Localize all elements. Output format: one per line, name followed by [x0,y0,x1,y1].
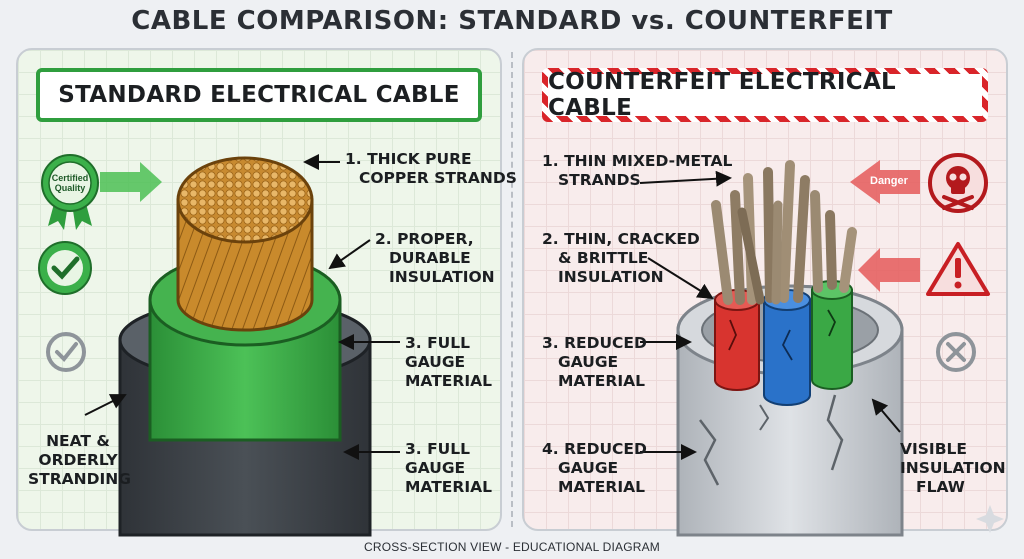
red-arrow-left-icon-2 [858,248,920,292]
standard-cable-cross-section [118,156,372,537]
page-title: CABLE COMPARISON: STANDARD vs. COUNTERFE… [131,6,893,36]
red-arrow-left-icon [850,160,920,204]
danger-label: Danger [870,175,908,187]
standard-heading: STANDARD ELECTRICAL CABLE [36,68,482,122]
counterfeit-cable-cross-section [676,160,904,537]
skull-crossbones-icon [928,153,988,213]
center-divider [511,52,513,527]
badge-line-1: Certified [51,173,89,183]
green-check-seal-icon [38,241,92,295]
rosette-badge-icon [41,154,99,230]
footer-caption: CROSS-SECTION VIEW - EDUCATIONAL DIAGRAM [363,540,661,554]
counterfeit-heading: COUNTERFEIT ELECTRICAL CABLE [542,68,988,122]
sparkle-icon [976,505,1004,533]
warning-triangle-icon [926,242,990,296]
grey-check-circle-icon [46,332,86,372]
certified-badge-text: Certified Quality [46,173,94,193]
green-arrow-right-icon [100,162,162,202]
grey-x-circle-icon [936,332,976,372]
badge-line-2: Quality [54,183,86,193]
